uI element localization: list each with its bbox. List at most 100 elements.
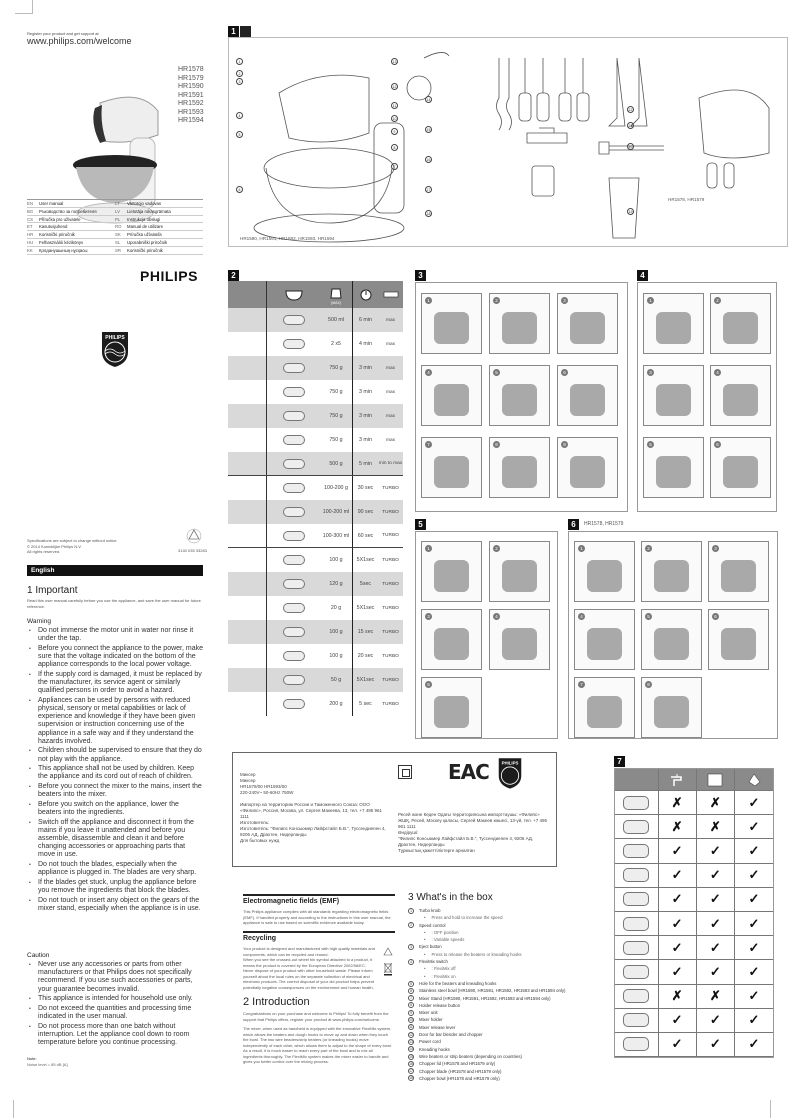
paragraph: The mixer, when used as handheld is equi… [243, 1026, 392, 1064]
part-sub-item: Press to release the beaters or kneading… [408, 951, 598, 958]
step-number: 3 [425, 613, 432, 620]
cleaning-mark: ✓ [748, 988, 760, 1004]
step-illustration: 6 [557, 365, 618, 426]
part-label: Kneading hooks [419, 1046, 450, 1052]
time: 3 min [352, 428, 378, 452]
part-sub-label: : FlexiMix on [431, 973, 456, 979]
time: 4 min [352, 332, 378, 356]
stand-mixer-photo [73, 96, 159, 224]
callout: 11 [391, 102, 398, 109]
callout-number: 1 [408, 907, 414, 914]
step-number: 2 [493, 297, 500, 304]
callout-number: 17 [408, 1068, 414, 1075]
bowl-icon [266, 281, 320, 308]
appliance-sketch [720, 559, 757, 593]
section-title-important: 1 Important [27, 585, 78, 596]
attachment-icon [228, 452, 266, 475]
appliance-sketch [501, 455, 538, 489]
callout: 19 [627, 208, 634, 215]
appliance-sketch [569, 311, 606, 345]
tap-icon [659, 769, 697, 790]
part-sub-label: : FlexiMix off [431, 966, 456, 972]
crop-mark [770, 1100, 784, 1118]
appliance-sketch [501, 627, 538, 661]
callout: 3 [236, 78, 243, 85]
ingredient-icon [266, 692, 320, 716]
appliance-sketch [433, 383, 470, 417]
appliance-sketch [433, 311, 470, 345]
appliance-sketch [586, 695, 623, 729]
appliance-sketch [653, 559, 690, 593]
part-label: Chopper blade (HR1578 and HR1579 only) [419, 1068, 502, 1074]
speed: TURBO [382, 701, 399, 707]
lang-code: EN [27, 201, 33, 206]
cleaning-mark: ✓ [659, 1008, 697, 1032]
callout: 5 [236, 131, 243, 138]
time: 5 sec [352, 692, 378, 716]
step-number: 9 [561, 441, 568, 448]
table-row: ✗✗✓ [615, 791, 773, 816]
step-number: 1 [647, 297, 654, 304]
step-illustration: 8 [489, 437, 550, 498]
attachment-icon [228, 596, 266, 620]
warning-heading: Warning [27, 618, 51, 625]
timer-icon [352, 281, 378, 308]
table-row: ✓✓✓ [615, 911, 773, 937]
time: 5 min [352, 452, 378, 475]
cleaning-table: ✗✗✓✗✗✓✓✓✓✓✓✓✓✓✓✓✓✓✓✓✓✓✓✓✗✗✓✓✓✓✓✓✓ [614, 768, 774, 1059]
callout: 16 [425, 156, 432, 163]
appliance-sketch [569, 455, 606, 489]
attachment-icon [228, 428, 266, 452]
attachment-icon [228, 572, 266, 596]
warning-item: Do not immerse the motor unit in water n… [27, 627, 203, 643]
speed: max [385, 413, 396, 419]
step-illustration: 1 [643, 293, 704, 354]
recycling-heading: Recycling [243, 935, 277, 942]
copyright-line: © 2014 Koninklijke Philips N.V. [27, 543, 82, 549]
mixer-figure-icon [240, 26, 251, 37]
part-label: Holder release button [419, 1002, 461, 1008]
step-number: 1 [578, 545, 585, 552]
support-url[interactable]: www.philips.com/welcome [27, 36, 132, 46]
ingredient-icon [266, 500, 320, 524]
callout: 20 [627, 143, 634, 150]
part-sub-item: : FlexiMix on [408, 973, 598, 980]
step-illustration: 3 [643, 365, 704, 426]
step-illustration: 4 [489, 609, 550, 670]
step-illustration: 7 [574, 677, 635, 738]
callout: 1 [236, 58, 243, 65]
info-line: Для бытовых нужд [240, 838, 280, 843]
callout: 21 [627, 122, 634, 129]
ingredient-icon [266, 548, 320, 572]
part-label: Power cord [419, 1039, 441, 1045]
lang-code: HR [27, 232, 34, 238]
introduction-text: Congratulations on your purchase and wel… [243, 1011, 393, 1065]
info-line: 220-240V~ 50-60Hz 750W [240, 790, 294, 795]
important-intro: Read this user manual carefully before y… [27, 598, 201, 609]
callout-number: 8 [408, 1002, 414, 1009]
document-number: 3140 035 33283 [178, 548, 207, 553]
ingredient-icon [266, 596, 320, 620]
cleaning-mark: ✓ [659, 911, 697, 936]
warning-item: Do not touch or insert any object on the… [27, 897, 203, 913]
step-number: 5 [647, 441, 654, 448]
step-illustration: 2 [710, 293, 771, 354]
time: 3 min [352, 356, 378, 380]
quantity: 2 x5 [330, 341, 341, 347]
figure-caption: HR1578, HR1579 [584, 521, 624, 527]
lang-label: Lietotāja rokasgrāmata [127, 208, 171, 214]
recycle-icon [186, 528, 202, 544]
parts-list-item: 17 Chopper blade (HR1578 and HR1579 only) [408, 1068, 598, 1075]
lang-label: Príručka užívateľa [127, 232, 162, 238]
cleaning-mark: ✓ [748, 963, 760, 979]
cleaning-mark: ✗ [697, 815, 735, 839]
customs-info-box [232, 752, 557, 867]
attachment-icon [228, 308, 266, 332]
